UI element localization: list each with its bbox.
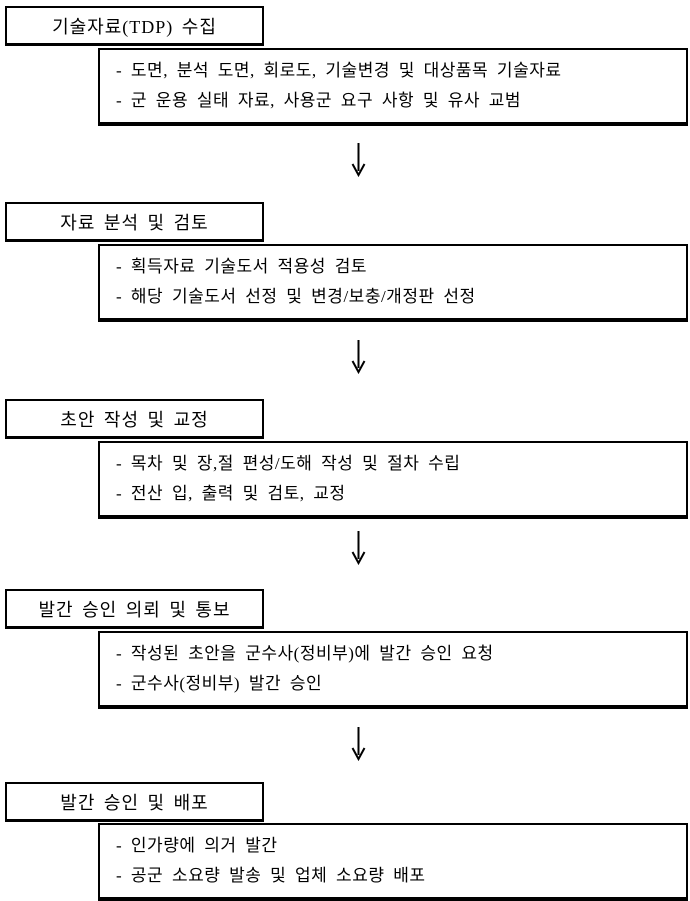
down-arrow-icon [350,142,367,178]
detail-item: - 군수사(정비부) 발간 승인 [116,674,323,693]
down-arrow-icon [350,530,367,566]
detail-item: - 공군 소요량 발송 및 업체 소요량 배포 [116,866,426,885]
detail-item: - 획득자료 기술도서 적용성 검토 [116,257,367,276]
stage-2-title: 자료 분석 및 검토 [60,212,209,233]
detail-item: - 도면, 분석 도면, 회로도, 기술변경 및 대상품목 기술자료 [116,61,562,80]
stage-4-title: 발간 승인 의뢰 및 통보 [38,599,231,620]
detail-item: - 목차 및 장,절 편성/도해 작성 및 절차 수립 [116,454,461,473]
stage-1-detail-box: - 도면, 분석 도면, 회로도, 기술변경 및 대상품목 기술자료 - 군 운… [98,48,688,126]
stage-1-title-box: 기술자료(TDP) 수집 [5,6,264,46]
stage-5-title-box: 발간 승인 및 배포 [5,782,264,822]
stage-3-title: 초안 작성 및 교정 [60,409,209,430]
detail-item: - 작성된 초안을 군수사(정비부)에 발간 승인 요청 [116,644,494,663]
detail-item: - 전산 입, 출력 및 검토, 교정 [116,484,346,503]
stage-5-title: 발간 승인 및 배포 [60,792,209,813]
stage-3-detail-box: - 목차 및 장,절 편성/도해 작성 및 절차 수립 - 전산 입, 출력 및… [98,441,688,519]
detail-item: - 인가량에 의거 발간 [116,836,278,855]
stage-4-detail-box: - 작성된 초안을 군수사(정비부)에 발간 승인 요청 - 군수사(정비부) … [98,631,688,709]
stage-4-title-box: 발간 승인 의뢰 및 통보 [5,589,264,629]
down-arrow-icon [350,726,367,762]
detail-item: - 해당 기술도서 선정 및 변경/보충/개정판 선정 [116,287,476,306]
detail-item: - 군 운용 실태 자료, 사용군 요구 사항 및 유사 교범 [116,91,522,110]
stage-3-title-box: 초안 작성 및 교정 [5,399,264,439]
down-arrow-icon [350,339,367,375]
stage-2-title-box: 자료 분석 및 검토 [5,202,264,242]
stage-2-detail-box: - 획득자료 기술도서 적용성 검토 - 해당 기술도서 선정 및 변경/보충/… [98,244,688,322]
stage-1-title: 기술자료(TDP) 수집 [52,16,217,37]
stage-5-detail-box: - 인가량에 의거 발간 - 공군 소요량 발송 및 업체 소요량 배포 [98,823,688,901]
